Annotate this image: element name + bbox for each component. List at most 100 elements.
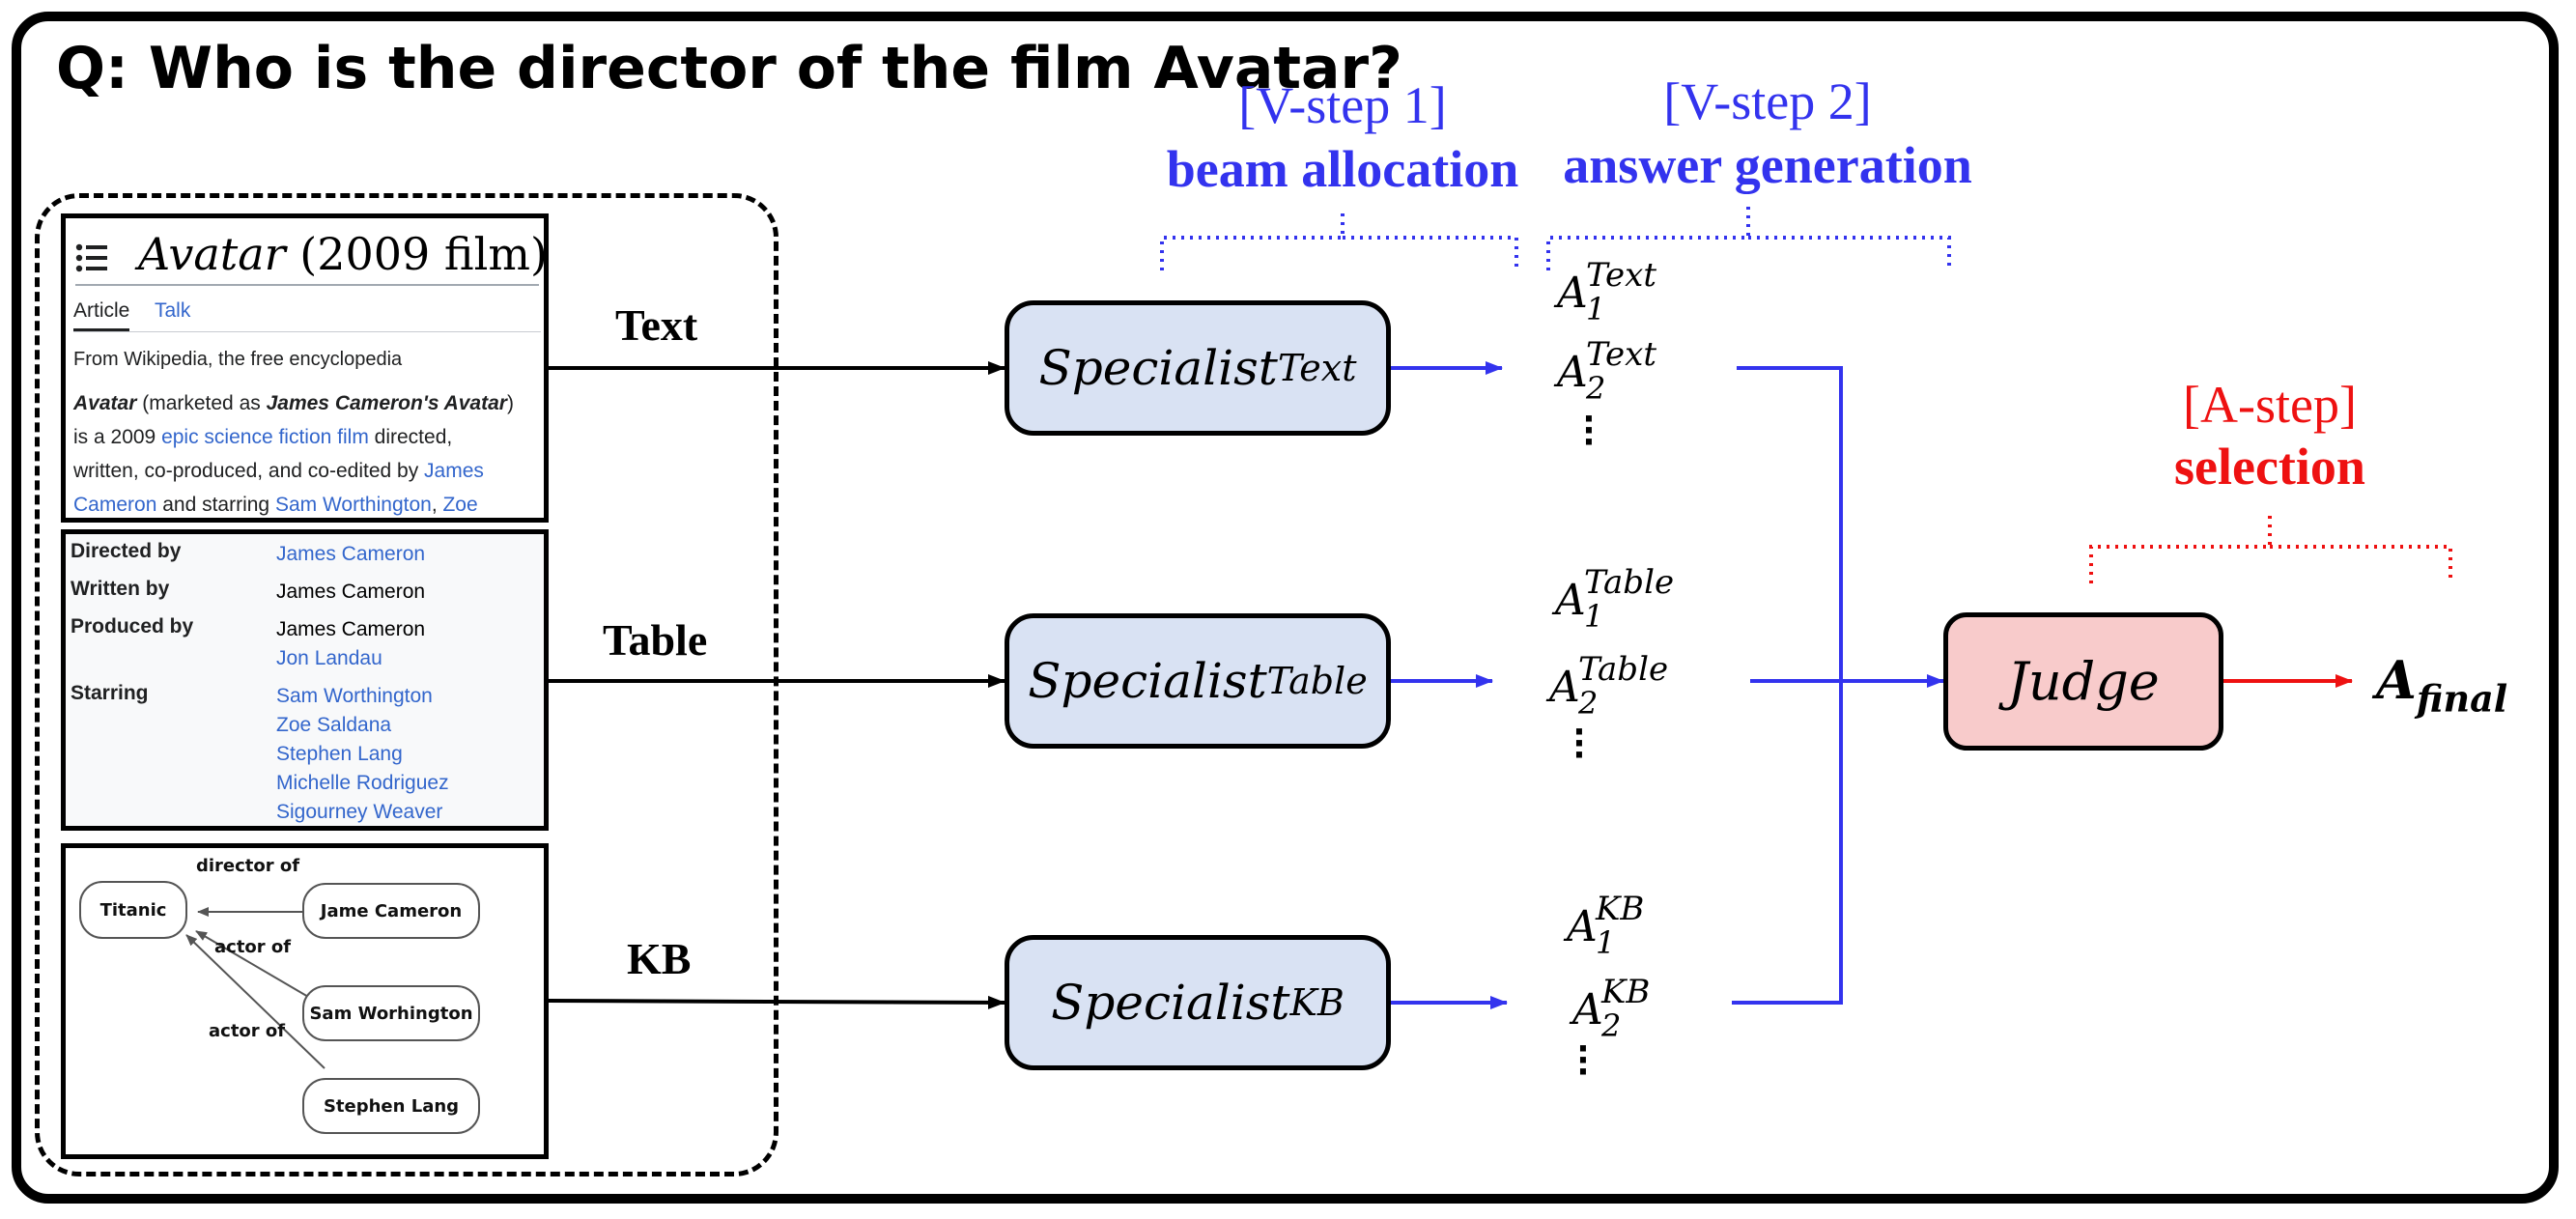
infobox-label: Directed by [71,540,182,562]
answer-sub: 1 [1586,291,1606,327]
vstep1-tag: [V-step 1] [1238,76,1447,134]
answer-sub: 2 [1601,1007,1622,1044]
wiki-text: , [431,494,443,516]
specialist-name: Specialist [1028,653,1267,709]
answer-base: A [1557,269,1588,318]
wiki-text: (marketed as [136,392,267,414]
kb-edge-label-director: director of [196,856,300,876]
wiki-link: James [424,460,484,482]
infobox-label: Starring [71,682,149,704]
answer-base: A [1572,985,1603,1035]
answer-sub: 2 [1578,685,1599,722]
kb-node-jame-cameron: Jame Cameron [302,883,480,939]
wiki-line-4: Cameron and starring Sam Worthington, Zo… [73,488,552,522]
answer-sup: KB [1601,973,1651,1011]
vstep2-brace [1546,207,1951,270]
vstep2-name: answer generation [1563,136,1972,194]
menu-icon [75,243,107,272]
wiki-line-1: Avatar (marketed as James Cameron's Avat… [73,386,552,420]
wiki-text: ) [506,392,514,414]
vstep1-name: beam allocation [1166,140,1519,198]
wiki-text: is a 2009 [73,426,162,448]
infobox-label: Written by [71,578,170,600]
vdots-table: ··· [1572,713,1586,775]
specialist-subscript: KB [1289,981,1345,1024]
wiki-body: Avatar (marketed as James Cameron's Avat… [73,386,552,522]
wiki-line-2: is a 2009 epic science fiction film dire… [73,420,552,454]
source-group [35,193,778,1176]
infobox-value: Jon Landau [276,647,382,669]
answer-base: A [1555,576,1586,625]
wiki-tagline: From Wikipedia, the free encyclopedia [73,349,403,370]
wiki-text-panel: Avatar (2009 film) Article Talk From Wik… [61,213,549,523]
answer-sup: Text [1586,256,1656,295]
answer-sup: Table [1584,563,1675,602]
kb-edge-actor-2 [185,934,326,1069]
diagram-frame [12,12,2559,1204]
infobox-value: James Cameron [276,618,426,640]
vdots-kb: ··· [1576,1030,1590,1091]
infobox-value: James Cameron [276,543,426,565]
arrow-kb-to-specialist [548,995,1005,1009]
answer-sup: KB [1596,890,1645,928]
tabs-divider [73,331,541,332]
vdots-text: ··· [1582,400,1596,462]
wiki-link: epic science fiction film [161,426,369,448]
specialist-name: Specialist [1038,340,1278,396]
tab-article: Article [73,299,130,331]
wiki-link: Sam Worthington [274,494,432,516]
tab-talk: Talk [155,299,191,322]
wiki-line-3: written, co-produced, and co-edited by J… [73,454,552,488]
infobox-table-panel: Directed by James Cameron Written by Jam… [61,529,549,831]
kb-node-stephen-lang: Stephen Lang [302,1078,480,1134]
final-answer-sub: final [2416,676,2508,721]
answer-sub: 1 [1596,924,1616,961]
infobox-label: Produced by [71,615,194,638]
answer-sub: 1 [1584,598,1604,635]
answer-base: A [1567,902,1598,951]
infobox-values: James Cameron [276,540,425,569]
wiki-bold-title: Avatar [73,392,137,414]
kb-edge-label-actor: actor of [214,937,292,957]
astep-name: selection [2174,438,2365,496]
infobox-value: James Cameron [276,581,426,603]
kb-node-titanic: Titanic [79,881,187,939]
kb-edge-actor-1 [195,930,316,1002]
kb-edge-label-actor: actor of [209,1021,286,1041]
kb-graph-panel: Titanic Jame Cameron Sam Worhington Step… [61,843,549,1159]
vstep2-tag: [V-step 2] [1663,72,1872,130]
specialist-subscript: Text [1277,347,1357,389]
final-answer: Afinal [2376,649,2507,720]
judge-box: Judge [1943,612,2223,751]
wiki-link: Zoe [442,494,478,516]
wiki-text: and starring [156,494,275,516]
vstep1-brace [1160,211,1518,270]
wiki-text: written, co-produced, and co-edited by [73,460,425,482]
infobox-values: Sam Worthington Zoe Saldana Stephen Lang… [276,682,449,827]
wiki-article-title: Avatar (2009 film) [138,228,548,280]
modality-label-table: Table [603,615,708,665]
kb-node-sam-worhington: Sam Worhington [302,985,480,1041]
astep-tag: [A-step] [2183,376,2357,434]
answer-base: A [1557,348,1588,397]
infobox-value: Stephen Lang [276,743,403,765]
answer-base: A [1549,663,1580,712]
astep-brace [2089,516,2452,583]
wiki-title-italic: Avatar [138,228,286,280]
final-answer-base: A [2376,649,2417,711]
answer-sup: Text [1586,335,1656,374]
modality-label-text: Text [615,300,698,350]
question-title: Q: Who is the director of the film Avata… [56,35,1402,102]
wiki-title-row: Avatar (2009 film) [75,226,548,286]
infobox-value: Zoe Saldana [276,714,392,736]
